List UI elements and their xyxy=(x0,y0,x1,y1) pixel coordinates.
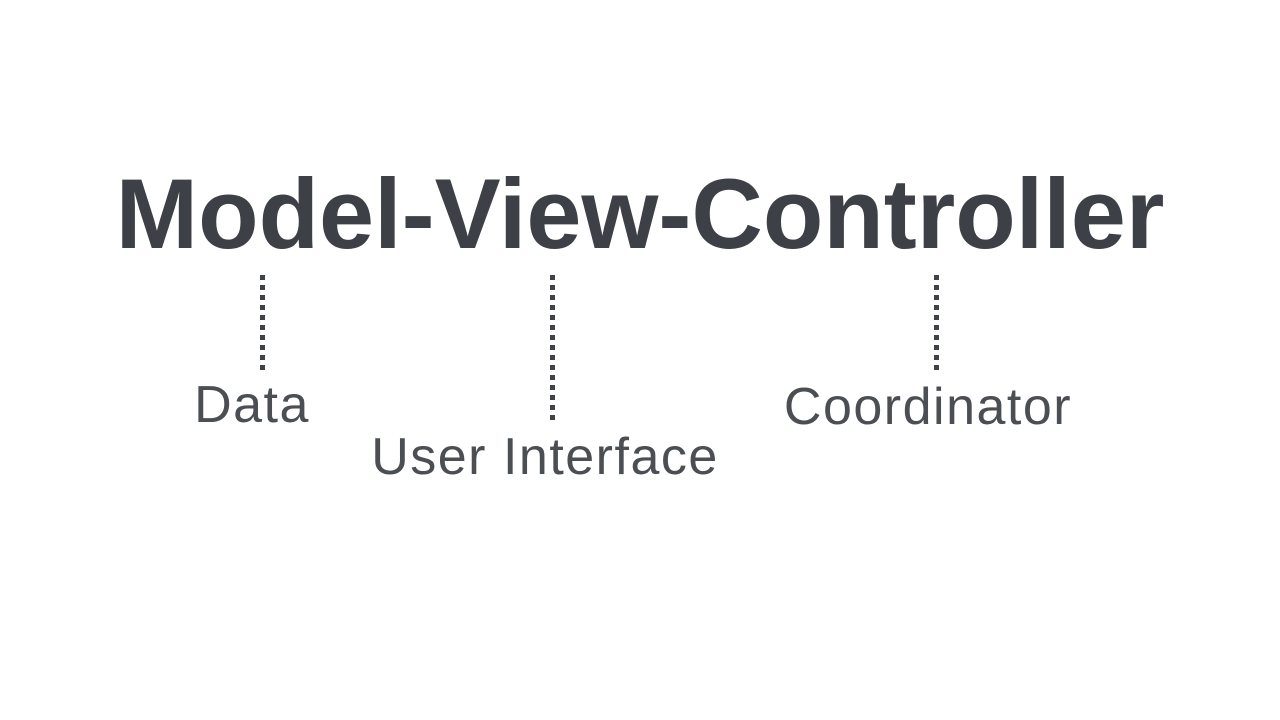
label-controller-meaning: Coordinator xyxy=(783,378,1073,436)
dotted-connector-controller xyxy=(934,275,939,370)
label-view-meaning: User Interface xyxy=(371,428,719,486)
label-model-meaning: Data xyxy=(194,376,310,434)
dotted-connector-view xyxy=(550,275,555,420)
dotted-connector-model xyxy=(260,275,265,370)
page-title: Model-View-Controller xyxy=(115,158,1165,269)
